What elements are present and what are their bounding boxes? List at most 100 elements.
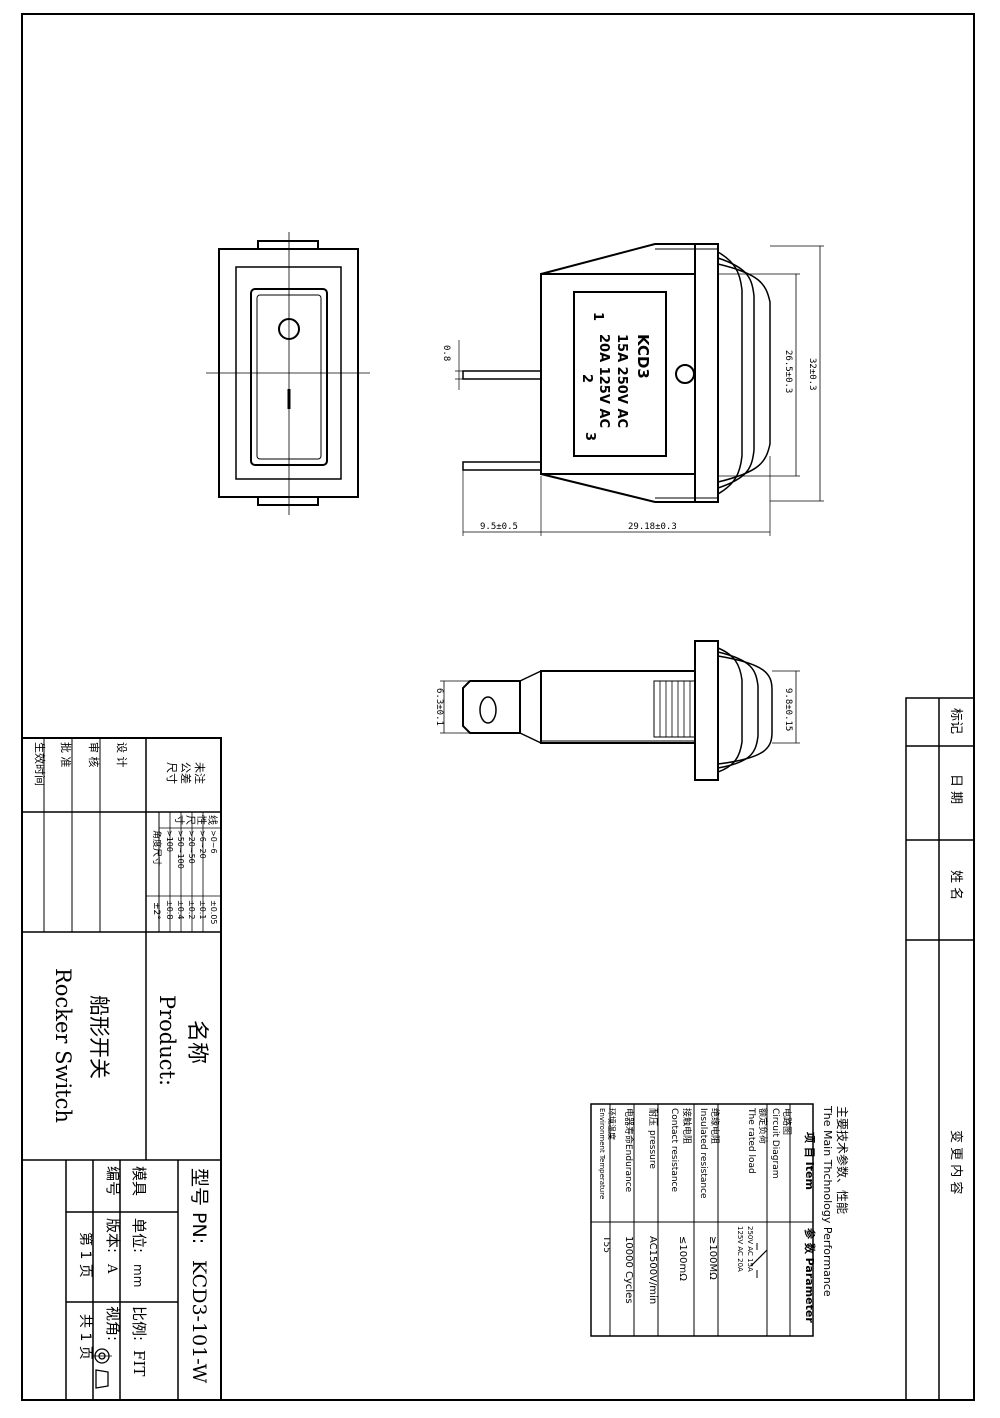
label-terminal-2: 2 [579,374,594,383]
spec-row-5-value: AC1500V/min [647,1236,658,1304]
label-rating-2: 20A 125V AC [596,334,611,428]
spec-row-4-en: Contact resistance [669,1108,679,1192]
side-view-text: KCD3 15A 250V AC 20A 125V AC 1 2 3 0.8 2… [441,312,817,532]
spec-row-2-cn: 额定负荷 [757,1108,769,1144]
front-view-bottom-clip [257,496,319,506]
spec-row-5-en: pressure [647,1130,657,1169]
rev-name-label: 姓 名 [948,870,964,900]
tol-value-5: ±0.8 [165,900,174,919]
spec-row-2-value2: 125V AC 20A [736,1226,744,1272]
rev-content-label: 变 更 内 容 [948,1130,964,1194]
tol-range-5: >100 [165,830,174,852]
label-terminal-1: 1 [590,312,605,321]
product-name-label: 名称 [184,1020,209,1064]
spec-row-7-cn: 环境温度 [607,1108,617,1140]
pin-top [462,370,542,380]
sig-effective-date: 生效时间 [33,742,47,786]
unit-label: 单位: [130,1218,148,1253]
version-label: 版本: [104,1218,122,1253]
tol-cun: 寸 [173,815,186,825]
tol-range-3: >20~50 [187,830,196,864]
spec-label-box [573,291,667,457]
spec-row-6-value: 10000 Cycles [623,1236,634,1304]
dim-thickness: 0.8 [441,345,451,361]
tol-value-1: ±0.05 [209,900,218,925]
spec-row-3-cn: 绝缘电阻 [709,1108,721,1144]
tol-chi: 尺 [184,815,196,825]
spec-col-param: 参 数 Parameter [803,1228,817,1323]
sig-review: 审 核 [87,742,101,768]
spec-table [590,1103,814,1337]
dim-pin-length: 9.5±0.5 [480,522,518,532]
spec-row-4-value: ≤100mΩ [677,1236,688,1281]
tol-angle-value: ±2° [151,902,161,920]
pin-hole-icon [479,696,497,724]
rib-1 [717,251,743,495]
version-value: A [104,1263,119,1274]
mount-hole-icon [675,364,695,384]
bottom-bezel [694,640,719,781]
product-name-cn: 船形开关 [87,995,111,1079]
spec-row-1-cn: 电路图 [781,1108,793,1135]
product-name-en: Rocker Switch [51,968,75,1123]
mold-label: 模具 [130,1166,148,1196]
spec-row-7-value: T55 [601,1235,611,1253]
circuit-diagram-icon [750,1249,768,1267]
sig-approve: 批 准 [59,742,73,768]
view-label: 视角: [104,1306,122,1341]
model-label: 型号 PN: [188,1168,210,1244]
spec-row-2-en: The rated load [746,1107,756,1174]
code-label: 编号 [104,1166,122,1196]
bottom-pin [462,680,521,734]
spec-row-1-en: Circuit Diagram [770,1108,780,1178]
side-view [455,243,824,536]
page-label: 第 1 页 [77,1232,94,1278]
tol-value-2: ±0.1 [198,900,207,919]
bezel [694,243,719,503]
spec-row-7-en: Environment Temperature [598,1108,606,1199]
dim-height-outer: 32±0.3 [807,358,817,391]
spec-title-en: The Main Thchnology Performance [821,1105,834,1297]
rib-3 [717,263,771,483]
title-block [21,737,222,1401]
tol-sex: 性 [195,815,208,825]
dim-pin-width: 6.3±0.1 [434,688,444,726]
spec-row-6-en: Endurance [623,1144,633,1193]
tol-range-1: >0~6 [209,830,218,854]
tol-value-3: ±0.2 [187,900,196,919]
spec-row-2-value: 250V AC 15A [746,1226,754,1272]
total-label: 共 1 页 [77,1314,93,1360]
tol-size: 尺寸 [165,762,179,784]
bottom-view [440,640,800,781]
spec-row-4-cn: 接触电阻 [681,1108,693,1144]
tol-range-2: >6~20 [198,830,207,859]
spec-col-item: 项 目 Item [803,1132,816,1190]
unit-value: mm [131,1264,145,1287]
tol-value-4: ±0.4 [176,900,185,919]
tol-tolerance: 公差 [179,762,193,784]
projection-symbol-icon [92,1348,112,1389]
label-terminal-3: 3 [582,432,597,441]
spec-row-6-cn: 电器寿命 [623,1108,635,1144]
scale-label: 比例: [130,1306,148,1341]
rev-mark-label: 标记 [948,708,963,734]
pin-bottom [462,461,542,471]
spec-row-5-cn: 耐压 [647,1108,659,1126]
spec-row-3-value: ≥100MΩ [707,1236,718,1280]
spec-row-3-en: Insulated resistance [698,1108,708,1199]
sig-design: 设 计 [115,742,128,768]
front-view [206,232,370,515]
spec-title-cn: 主要技术参数、性能 [835,1106,850,1214]
scale-value: FIT [130,1350,148,1376]
model-value: KCD3-101-W [188,1260,210,1384]
label-model: KCD3 [634,334,652,379]
tol-angle-label: 角度尺寸 [151,830,163,866]
tol-line: 线 [206,815,219,825]
front-view-top-clip [257,240,319,250]
label-rating-1: 15A 250V AC [614,334,629,428]
dim-height-inner: 26.5±0.3 [783,350,793,393]
product-label: Product: [155,995,179,1086]
tol-unnoted: 未注 [193,762,207,784]
revision-block [905,697,975,1401]
